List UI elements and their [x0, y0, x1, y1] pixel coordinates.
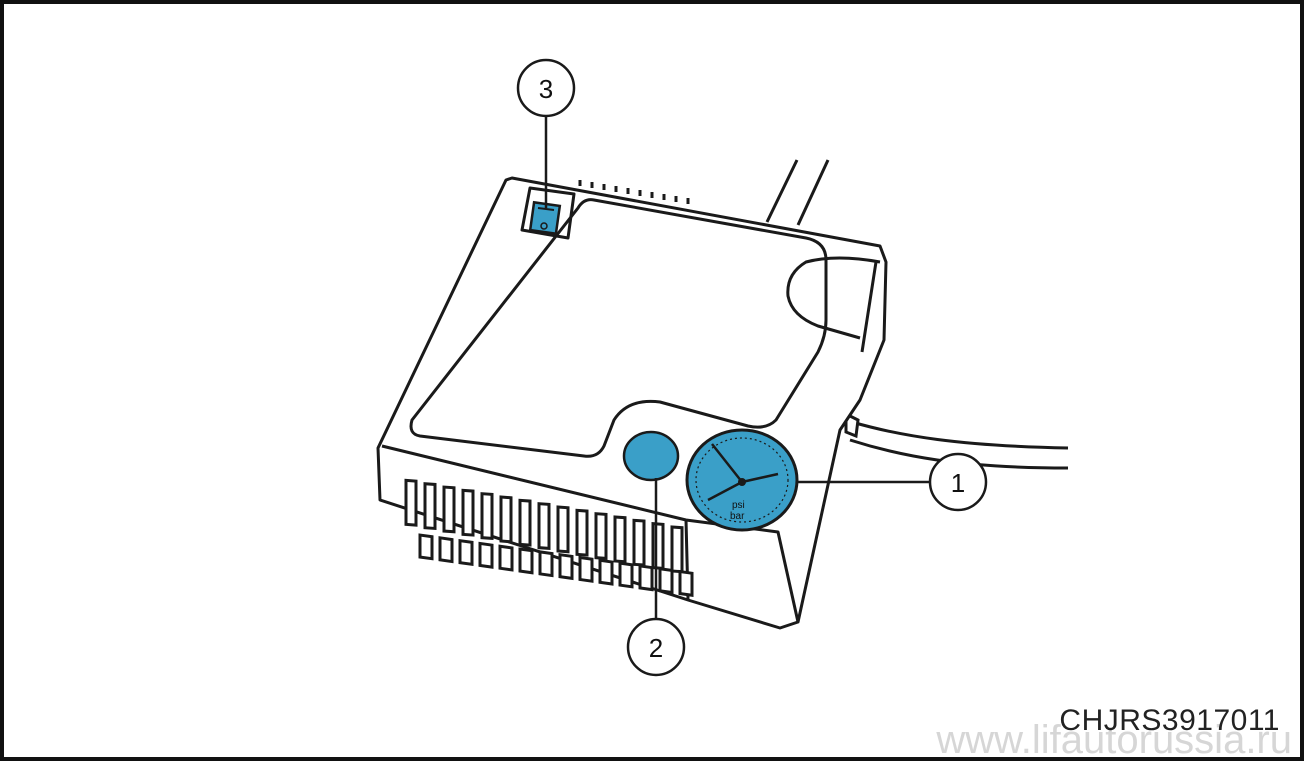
leader-lines — [544, 106, 932, 620]
reference-code: CHJRS3917011 — [1059, 704, 1280, 737]
callout-3: 3 — [516, 58, 576, 118]
air-hose — [844, 411, 1069, 470]
watermark: www.lifautorussia.ru — [936, 718, 1292, 762]
callout-2-label: 2 — [649, 633, 663, 663]
compressor-housing — [376, 176, 888, 630]
gauge-unit-psi: psi — [732, 500, 745, 511]
callout-1: 1 — [928, 452, 988, 512]
gauge-needle — [707, 443, 779, 502]
callout-2: 2 — [626, 617, 686, 677]
pressure-gauge: psi bar — [685, 428, 799, 532]
callout-1-label: 1 — [951, 468, 965, 498]
top-edge-ribs — [578, 180, 690, 204]
gauge-unit-bar: bar — [730, 511, 745, 522]
deflate-button[interactable] — [622, 430, 680, 482]
callout-3-label: 3 — [539, 74, 553, 104]
vent-slots — [404, 478, 694, 597]
power-cable — [765, 159, 830, 226]
